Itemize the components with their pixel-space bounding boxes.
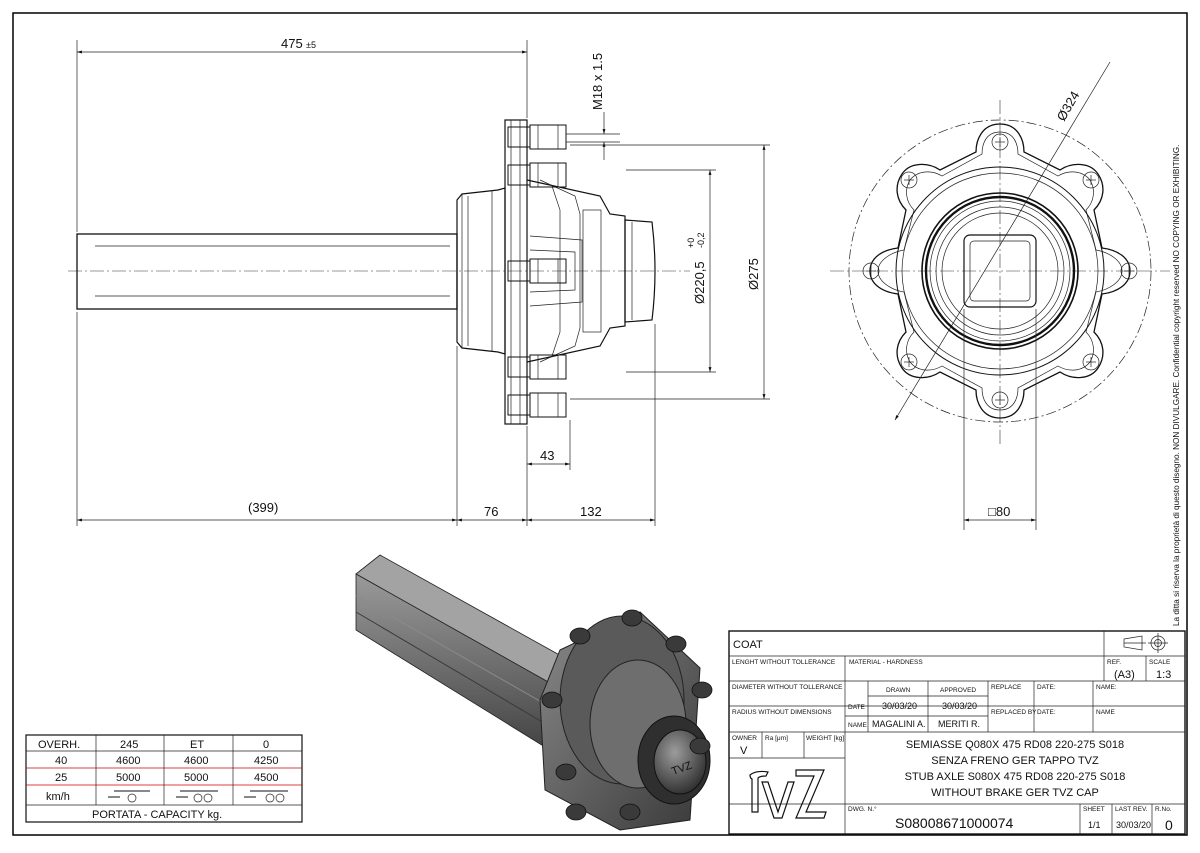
- dim-thread: M18 x 1.5: [590, 53, 605, 110]
- tb-date-label: DATE: [848, 704, 866, 711]
- tb-owner-label: OWNER: [732, 735, 757, 742]
- cap-row2-v1: 5000: [116, 772, 140, 784]
- bolt-circle: [848, 119, 1152, 423]
- sheet-border: [12, 12, 1188, 836]
- dim-diameter-220: Ø220,5: [692, 261, 707, 304]
- cap-header-0: 0: [263, 739, 269, 751]
- side-view: Ø324 □80: [830, 61, 1170, 530]
- tb-desc-line2: SENZA FRENO GER TAPPO TVZ: [931, 755, 1099, 767]
- tb-last-rev-value: 30/03/20: [1116, 820, 1151, 830]
- tb-drawn-date: 30/03/20: [882, 701, 917, 711]
- cap-header-245: 245: [120, 739, 138, 751]
- tb-ref-label: REF.: [1107, 659, 1121, 666]
- dim-hub-43: 43: [540, 448, 554, 463]
- tb-replaced-by-label: REPLACED BY: [991, 709, 1037, 716]
- tb-replace-date-label: DATE:: [1037, 684, 1056, 691]
- capacity-table: OVERH. 245 ET 0 40 4600 4600 4250 25 500…: [25, 734, 303, 823]
- tvz-logo: [749, 769, 827, 819]
- tb-rno-value: 0: [1165, 817, 1173, 833]
- tb-scale-label: SCALE: [1149, 659, 1171, 666]
- tb-sheet-value: 1/1: [1088, 820, 1101, 830]
- trailer-rear-axle-icon: [244, 790, 288, 803]
- tb-dwg-number: S08008671000074: [895, 815, 1014, 831]
- tb-sheet-label: SHEET: [1083, 806, 1105, 813]
- stud-holes: [862, 133, 1138, 409]
- tb-approved-name: MERITI R.: [938, 719, 980, 729]
- tb-owner-value: V: [740, 745, 748, 757]
- tb-lenght-label: LENGHT WITHOUT TOLLERANCE: [732, 659, 836, 666]
- tb-desc-line4: WITHOUT BRAKE GER TVZ CAP: [931, 787, 1099, 799]
- tb-drawn-name: MAGALINI A.: [872, 719, 926, 729]
- tb-replace-name-label: NAME:: [1096, 684, 1117, 691]
- front-view: 475 ±5 M18 x 1.5 Ø220,5 +0 -0,2 Ø275: [68, 36, 770, 526]
- tb-approved-date: 30/03/20: [942, 701, 977, 711]
- axle-shaft: [76, 233, 458, 310]
- hub-body: [456, 119, 656, 425]
- cap-row1-v3: 4250: [254, 755, 278, 767]
- tb-approved-label: APPROVED: [940, 687, 976, 694]
- cap-header-overh: OVERH.: [38, 739, 80, 751]
- flange-outline: [869, 123, 1131, 419]
- dim-hub-76: 76: [484, 504, 498, 519]
- tb-dwg-label: DWG. N.°: [848, 805, 877, 813]
- trailer-single-axle-icon: [108, 790, 150, 803]
- tb-rno-label: R.No.: [1155, 806, 1172, 813]
- tb-ra-label: Ra [μm]: [765, 735, 788, 742]
- front-dimensions: 475 ±5 M18 x 1.5 Ø220,5 +0 -0,2 Ø275: [76, 36, 770, 526]
- cap-row2-v2: 5000: [184, 772, 208, 784]
- tb-weight-label: WEIGHT [kg]: [806, 735, 844, 742]
- title-block: COAT LENGHT WITHOUT TOLLERANCE MATERIAL …: [728, 630, 1186, 835]
- cap-row2-v3: 4500: [254, 772, 278, 784]
- dim-square: □80: [988, 504, 1010, 519]
- copyright-note: La ditta si riserva la proprietà di ques…: [1172, 144, 1181, 626]
- trailer-tandem-axle-icon: [176, 790, 218, 803]
- tb-radius-label: RADIUS WITHOUT DIMENSIONS: [732, 709, 832, 716]
- tb-drawn-label: DRAWN: [886, 687, 911, 694]
- tb-ref-value: (A3): [1114, 669, 1135, 681]
- projection-symbol-icon: [1123, 633, 1168, 653]
- tb-scale-value: 1:3: [1156, 669, 1171, 681]
- dim-diameter-275: Ø275: [746, 258, 761, 290]
- tb-desc-line3: STUB AXLE S080X 475 RD08 220-275 S018: [905, 771, 1126, 783]
- cap-row2-speed: 25: [55, 772, 67, 784]
- tb-replaced-date-label: DATE:: [1037, 709, 1056, 716]
- cap-row1-speed: 40: [55, 755, 67, 767]
- tb-name-label: NAME: [848, 722, 867, 729]
- square-shaft-section: [963, 234, 1037, 308]
- dim-shaft-length: (399): [248, 500, 278, 515]
- dim-overall-tolerance: ±5: [306, 40, 316, 50]
- dim-pcd: Ø324: [1054, 88, 1083, 123]
- dim-diameter-220-tol-lower: -0,2: [696, 232, 706, 248]
- tb-replaced-name-label: NAME: [1096, 709, 1115, 716]
- dim-overall-length: 475: [281, 36, 303, 51]
- cap-speed-unit: km/h: [46, 791, 70, 803]
- cap-row1-v2: 4600: [184, 755, 208, 767]
- dim-hub-132: 132: [580, 504, 602, 519]
- isometric-view: TVZ: [355, 554, 713, 831]
- tb-diameter-label: DIAMETER WITHOUT TOLLERANCE: [732, 684, 843, 691]
- cap-footer: PORTATA - CAPACITY kg.: [92, 809, 222, 821]
- cap-header-et: ET: [190, 739, 204, 751]
- tb-desc-line1: SEMIASSE Q080X 475 RD08 220-275 S018: [906, 739, 1124, 751]
- cap-row1-v1: 4600: [116, 755, 140, 767]
- tb-coat: COAT: [733, 639, 763, 651]
- dim-diameter-220-tol-upper: +0: [686, 238, 696, 248]
- tb-last-rev-label: LAST REV.: [1115, 806, 1148, 813]
- wheel-studs: [507, 124, 567, 418]
- tb-material-label: MATERIAL - HARDNESS: [849, 659, 923, 666]
- tb-replace-label: REPLACE: [991, 684, 1022, 691]
